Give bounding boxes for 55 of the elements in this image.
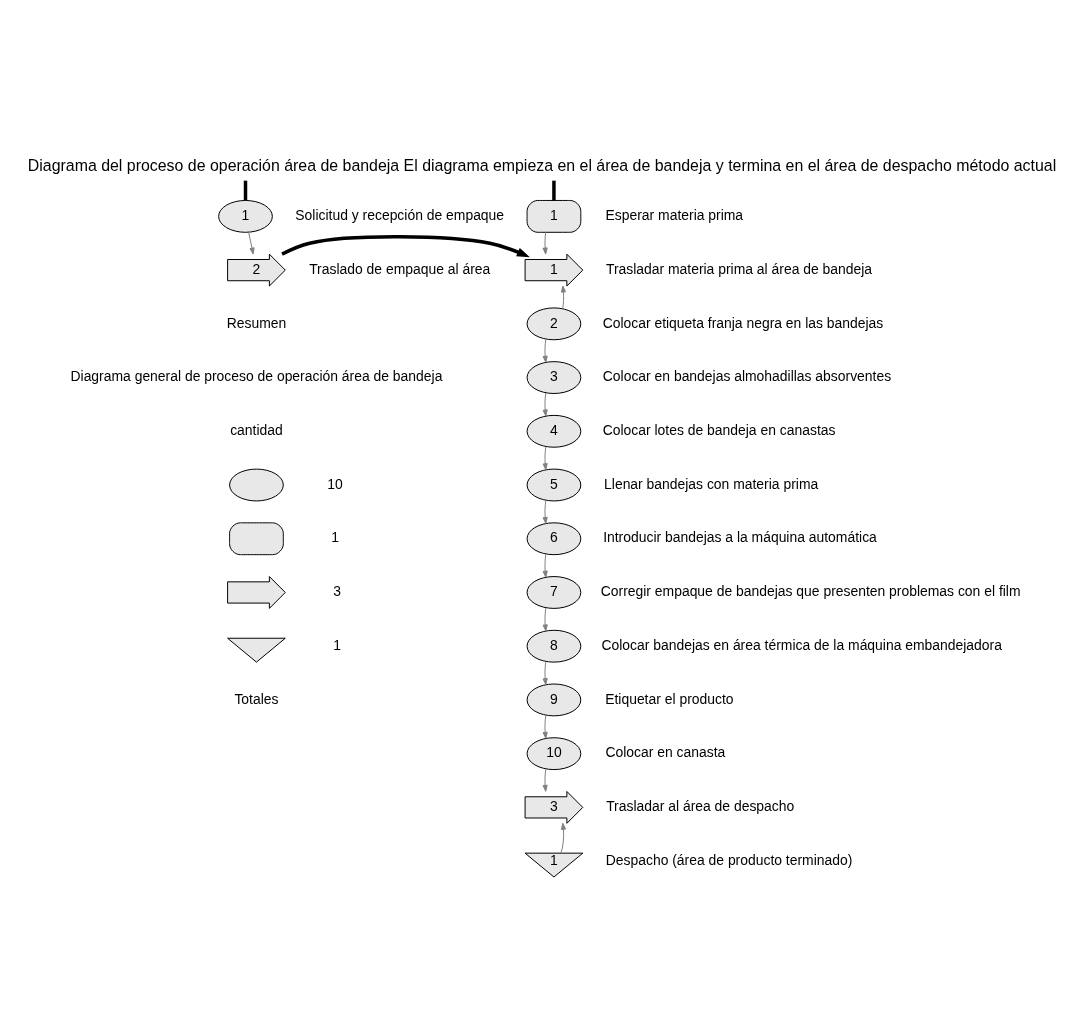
- node-label: Llenar bandejas con materia prima: [604, 475, 819, 492]
- node-triangle: [227, 637, 286, 663]
- label: Diagrama general de proceso de operación área de bandeja: [70, 368, 443, 385]
- label: cantidad: [230, 421, 283, 438]
- node-ellipse: 7: [526, 576, 582, 609]
- node-label: Introducir bandejas a la máquina automática: [603, 529, 877, 546]
- arrow: [542, 607, 548, 632]
- node-arrow: [227, 576, 286, 609]
- arrow: [281, 235, 530, 258]
- arrow: [560, 285, 567, 309]
- node-label: Colocar en canasta: [605, 744, 726, 761]
- node-ellipse: 10: [526, 737, 582, 771]
- node-circle: [229, 468, 284, 502]
- node-ellipse: 6: [526, 522, 582, 556]
- connector: [243, 180, 248, 201]
- arrow: [248, 231, 255, 255]
- node-box: 1: [526, 199, 582, 233]
- node-ellipse: 9: [526, 683, 582, 717]
- diagram-title: Diagrama del proceso de operación área de bandeja El diagrama empieza en el área de bandeja y termina en el área de despacho método actual: [27, 156, 1057, 174]
- node-label: 3: [333, 583, 341, 600]
- node-label: Trasladar al área de despacho: [606, 798, 795, 815]
- node-label: Solicitud y recepción de empaque: [295, 207, 505, 224]
- arrow: [542, 499, 548, 524]
- arrow: [542, 553, 548, 578]
- arrow: [542, 231, 548, 255]
- node-ellipse: 2: [526, 307, 582, 341]
- arrow: [542, 714, 548, 739]
- node-ellipse: 1: [218, 199, 273, 233]
- node-label: 10: [327, 475, 343, 492]
- node-label: Colocar etiqueta franja negra en las bandejas: [602, 314, 884, 331]
- label: Resumen: [226, 314, 287, 331]
- arrow: [542, 338, 548, 363]
- node-ellipse: 5: [526, 468, 582, 502]
- arrow: [542, 392, 548, 417]
- arrow: [542, 661, 548, 686]
- node-label: Traslado de empaque al área: [309, 260, 491, 277]
- node-label: Colocar en bandejas almohadillas absorventes: [602, 368, 892, 385]
- node-ellipse: 4: [526, 414, 582, 448]
- node-ellipse: 8: [526, 629, 582, 663]
- node-label: Colocar lotes de bandeja en canastas: [602, 421, 836, 438]
- connector: [552, 180, 556, 201]
- node-delay: [229, 522, 284, 556]
- node-label: Colocar bandejas en área térmica de la máquina embandejadora: [601, 636, 1002, 653]
- node-label: Corregir empaque de bandejas que presenten problemas con el film: [600, 583, 1021, 600]
- arrow: [542, 446, 548, 471]
- label: Totales: [234, 690, 279, 707]
- node-ellipse: 3: [526, 361, 582, 394]
- node-label: Esperar materia prima: [605, 207, 744, 224]
- arrow: [560, 822, 567, 854]
- node-label: 1: [331, 529, 339, 546]
- arrow: [542, 768, 548, 792]
- node-label: Etiquetar el producto: [605, 690, 734, 707]
- node-label: Despacho (área de producto terminado): [605, 851, 853, 868]
- node-label: Trasladar materia prima al área de bandeja: [605, 260, 873, 277]
- node-label: 1: [333, 636, 341, 653]
